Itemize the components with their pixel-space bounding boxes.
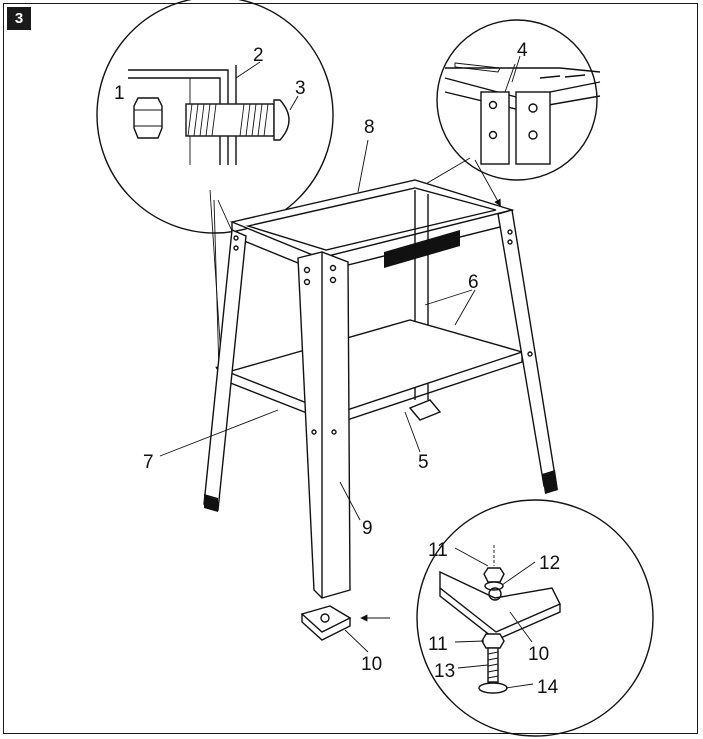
callout-5: 5	[418, 452, 429, 473]
callout-10-stand: 10	[361, 654, 382, 675]
stand-body	[203, 179, 558, 641]
callout-11-top: 11	[428, 540, 448, 561]
callout-1: 1	[114, 83, 125, 104]
detail-corner	[323, 19, 601, 244]
callout-4: 4	[517, 40, 528, 61]
callout-2: 2	[253, 45, 264, 66]
detail-bolt-assembly	[96, 0, 334, 374]
callout-13: 13	[434, 661, 455, 682]
callout-3: 3	[295, 78, 306, 99]
callout-9: 9	[362, 518, 373, 539]
callout-6: 6	[468, 272, 479, 293]
step-badge: 3	[7, 7, 31, 30]
callout-10-detail: 10	[528, 644, 549, 665]
detail-foot-assembly	[360, 499, 654, 737]
callout-11-lower: 11	[428, 634, 448, 655]
callout-12: 12	[539, 553, 560, 574]
leader-lines	[159, 55, 536, 689]
callout-8: 8	[364, 117, 375, 138]
callout-7: 7	[143, 452, 154, 473]
callout-14: 14	[537, 677, 559, 698]
figure-frame	[3, 3, 698, 734]
callout-labels: 1 2 3 4 5 6 7 8 9 10 10 11 11 12 13 14	[114, 40, 560, 698]
